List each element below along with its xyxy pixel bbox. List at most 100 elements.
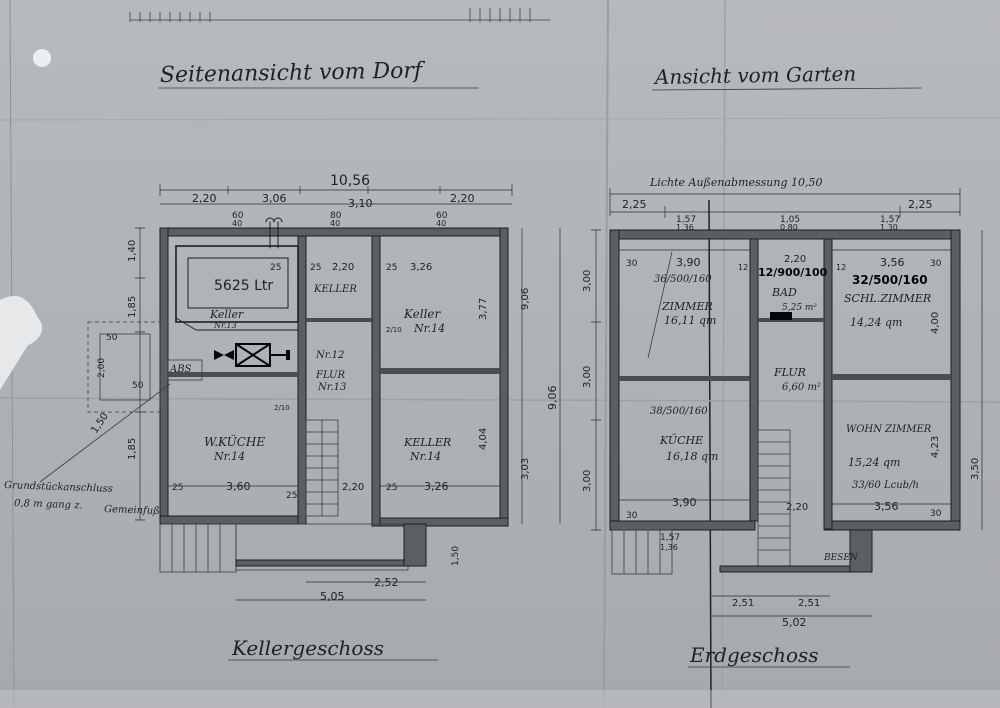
ground-vent-2: 1,05 [780, 215, 800, 225]
ground-wall-mark-3: 12 [836, 263, 846, 272]
ground-vent-1-sub: 1,36 [676, 223, 694, 232]
tank-room-number: Nr.13 [213, 321, 237, 330]
schlafzimmer-area: 14,24 qm [850, 316, 902, 329]
flur-label: FLUR [315, 370, 345, 381]
basement-vent-3-sub: 40 [436, 219, 446, 228]
basement-pipe-mark-1: 2/10 [386, 326, 402, 334]
ground-left-dim-1: 3,00 [582, 270, 593, 292]
title-basement: Kellergeschoss [231, 636, 384, 660]
ground-right-dim-3: 3,50 [970, 458, 981, 480]
basement-right-dim-2: 4,04 [478, 428, 489, 450]
ground-vent-2-sub: 0,80 [780, 223, 798, 232]
ground-room-code-1: 36/500/160 [654, 274, 712, 285]
kueche-area: 16,18 qm [666, 450, 718, 463]
basement-vent-1-sub: 40 [232, 219, 242, 228]
title-side-view: Seitenansicht vom Dorf [160, 58, 426, 88]
basement-annex-dim-3: 1,50 [451, 546, 461, 566]
basement-inner-dim-5: 2,20 [332, 262, 354, 273]
flur-number-12: Nr.12 [315, 350, 344, 361]
basement-bottom-dim-1: 2,52 [374, 576, 399, 589]
ground-wall-mark-6: 30 [930, 509, 942, 519]
ground-inner-dim-3: 3,56 [880, 256, 905, 269]
title-ground-floor: Erdgeschoss [689, 643, 819, 667]
basement-left-dim-1: 1,40 [127, 240, 138, 262]
keller-nr14-number: Nr.14 [413, 322, 445, 335]
ground-right-dim-1: 4,00 [930, 312, 941, 334]
basement-vent-1: 60 [232, 211, 244, 221]
tank-capacity: 5625 Ltr [214, 278, 273, 294]
title-garden-view: Ansicht vom Garten [653, 61, 857, 89]
basement-vent-3: 60 [436, 211, 448, 221]
basement-annex-dim-1: 50 [106, 333, 118, 343]
basement-left-dim-3: 1,85 [127, 438, 138, 460]
flur-number: Nr.13 [317, 382, 346, 393]
ground-bottom-dim-3: 2,51 [732, 598, 754, 609]
annex-dim-left: 2,00 [97, 358, 107, 378]
basement-inner-dim-2: 2,20 [342, 482, 364, 493]
top-edge-drawing [129, 8, 550, 22]
ground-inner-dim-4: 3,90 [672, 496, 697, 509]
flur-label-ground: FLUR [773, 366, 806, 379]
besen-label: BESEN [823, 553, 859, 563]
basement-small-dim-5: 25 [172, 483, 183, 493]
basement-top-dim-2: 3,06 [262, 192, 287, 205]
ground-inner-dim-1: 3,90 [676, 256, 701, 269]
basement-small-dim-3: 25 [286, 491, 297, 501]
wkueche-label: W.KÜCHE [204, 433, 265, 449]
basement-small-dim-1: 25 [310, 263, 321, 273]
wohnzimmer-area: 15,24 qm [848, 456, 900, 469]
ground-top-dim-1: 2,25 [622, 198, 647, 211]
ground-vent-3: 1,57 [880, 215, 900, 225]
bad-area: 5,25 m² [782, 303, 817, 313]
zimmer-area: 16,11 qm [664, 314, 716, 327]
basement-pipe-mark-2: 2/10 [274, 404, 290, 412]
flur-area-ground: 6,60 m² [782, 382, 821, 393]
ground-room-code-2: 12/900/100 [758, 266, 828, 279]
basement-vent-2: 80 [330, 211, 342, 221]
ground-left-dim-3: 3,00 [582, 470, 593, 492]
ground-overall-width: Lichte Außenabmessung 10,50 [649, 176, 823, 189]
ground-wall-mark-1: 30 [626, 259, 638, 269]
ground-wall-mark-5: 30 [626, 511, 638, 521]
side-note-line-1: Grundstückanschluss [4, 480, 113, 495]
basement-top-dim-4: 2,20 [450, 192, 475, 205]
ground-inner-dim-5: 2,20 [786, 502, 808, 513]
ground-bottom-dim-5: 5,02 [782, 616, 807, 629]
ground-floor-plan: Lichte Außenabmessung 10,50 2,25 2,25 1,… [582, 176, 983, 629]
basement-small-dim-6: 25 [270, 263, 281, 273]
heater-symbol [214, 343, 290, 367]
tank-room-label: Keller [209, 308, 244, 321]
basement-plan: 10,56 2,20 3,06 3,10 2,20 60 40 80 40 60… [4, 173, 561, 603]
ground-vent-1: 1,57 [676, 215, 696, 225]
keller-bottom-label: KELLER [403, 436, 451, 449]
basement-right-dim-5: 9,06 [520, 288, 531, 310]
ground-wall-mark-4: 30 [930, 259, 942, 269]
basement-bottom-dim-2: 5,05 [320, 590, 345, 603]
basement-right-dim-4: 9,06 [546, 386, 559, 411]
wkueche-number: Nr.14 [213, 450, 245, 463]
ground-right-dim-2: 4,23 [930, 436, 941, 458]
keller-top-label: KELLER [313, 284, 357, 295]
ground-left-dim-2: 3,00 [582, 366, 593, 388]
basement-inner-dim-3: 3,26 [424, 480, 449, 493]
side-note-line-3: Gemeinfuß [104, 504, 160, 517]
schlafzimmer-label: SCHL.ZIMMER [844, 292, 931, 305]
basement-annex-label: ABS [169, 364, 192, 375]
basement-top-dim-3: 3,10 [348, 197, 373, 210]
ground-bottom-dim-1: 1,57 [660, 533, 680, 543]
zimmer-label: ZIMMER [661, 300, 713, 313]
ground-wall-mark-2: 12 [738, 263, 748, 272]
wohnzimmer-label: WOHN ZIMMER [846, 424, 932, 435]
basement-right-dim-3: 3,03 [520, 458, 531, 480]
keller-nr14-label: Keller [403, 307, 442, 321]
ground-vent-3-sub: 1,30 [880, 223, 898, 232]
ground-room-code-5: 33/60 Lcub/h [852, 480, 919, 491]
keller-bottom-number: Nr.14 [409, 450, 441, 463]
basement-stairs [305, 419, 339, 517]
basement-inner-dim-4: 3,26 [410, 262, 432, 273]
ground-room-code-4: 38/500/160 [650, 406, 708, 417]
basement-overall-width: 10,56 [330, 173, 370, 189]
